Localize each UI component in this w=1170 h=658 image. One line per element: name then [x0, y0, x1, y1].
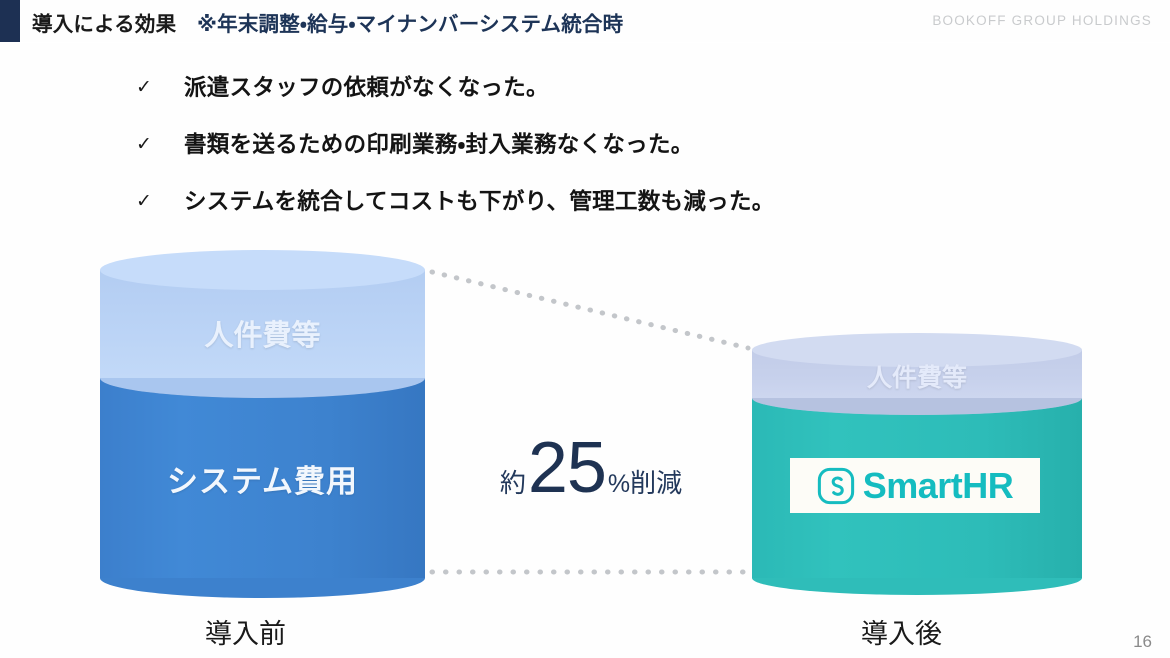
brand-logo: BOOKOFF GROUP HOLDINGS	[932, 13, 1152, 28]
before-bottom-body	[100, 378, 425, 578]
connector-top-dotted	[429, 269, 751, 351]
reduction-unit: %	[607, 470, 631, 498]
smarthr-wordmark: SmartHR	[862, 464, 1014, 506]
before-cylinder: システム費用 人件費等	[100, 250, 425, 598]
list-item-label: 書類を送るための印刷業務・封入業務なくなった。	[184, 132, 694, 157]
after-top-ellipse	[752, 333, 1082, 367]
checkmark-icon: ✓	[136, 77, 152, 98]
list-item: ✓ 派遣スタッフの依頼がなくなった。	[136, 72, 1036, 104]
reduction-callout: 約 25 % 削減	[466, 432, 716, 504]
smarthr-logo: SmartHR	[790, 458, 1040, 513]
before-caption: 導入前	[205, 619, 286, 649]
before-personnel-cost-segment: 人件費等	[100, 250, 425, 398]
benefit-list: ✓ 派遣スタッフの依頼がなくなった。 ✓ 書類を送るための印刷業務・封入業務なく…	[136, 72, 1036, 243]
list-item: ✓ 書類を送るための印刷業務・封入業務なくなった。	[136, 129, 1036, 161]
checkmark-icon: ✓	[136, 191, 152, 212]
header-accent-block	[0, 0, 20, 42]
smarthr-s-icon	[817, 467, 854, 504]
checkmark-icon: ✓	[136, 134, 152, 155]
before-system-cost-segment: システム費用	[100, 358, 425, 598]
reduction-value: 25	[527, 428, 607, 508]
before-personnel-cost-label: 人件費等	[204, 320, 321, 352]
after-smarthr-segment: SmartHR	[752, 381, 1082, 595]
before-top-ellipse	[100, 250, 425, 290]
after-caption: 導入後	[861, 619, 942, 649]
list-item-label: 派遣スタッフの依頼がなくなった。	[184, 75, 549, 100]
page-number: 16	[1133, 632, 1152, 651]
after-personnel-cost-label: 人件費等	[866, 364, 967, 392]
page-title-note: ※年末調整・給与・マイナンバーシステム統合時	[197, 13, 624, 36]
page-title-main: 導入による効果	[32, 13, 177, 36]
reduction-suffix: 削減	[630, 468, 683, 498]
after-personnel-cost-segment: 人件費等	[752, 333, 1082, 415]
page-title: 導入による効果 ※年末調整・給与・マイナンバーシステム統合時	[32, 7, 623, 37]
reduction-prefix: 約	[499, 468, 526, 498]
after-cylinder: SmartHR 人件費等	[752, 333, 1082, 595]
list-item: ✓ システムを統合してコストも下がり、管理工数も減った。	[136, 186, 1036, 218]
list-item-label: システムを統合してコストも下がり、管理工数も減った。	[184, 189, 775, 214]
header-divider	[0, 42, 1170, 43]
before-system-cost-label: システム費用	[166, 464, 359, 499]
